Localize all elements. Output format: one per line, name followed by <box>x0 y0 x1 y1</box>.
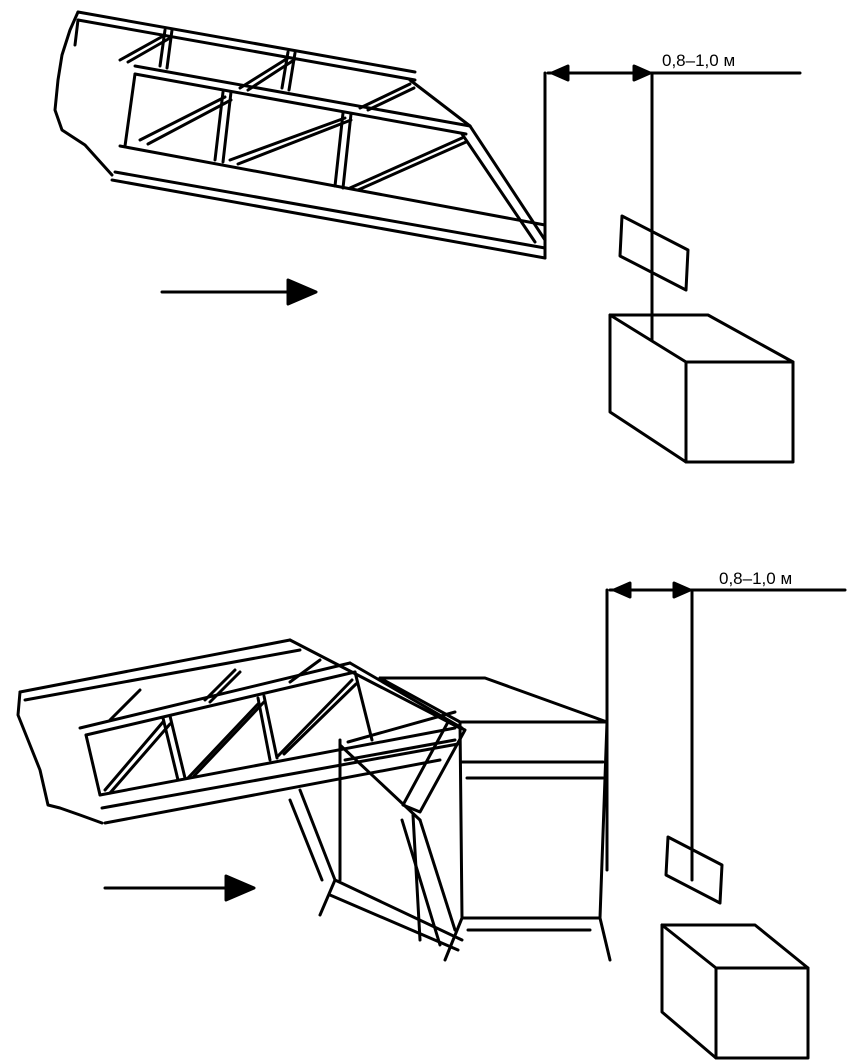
bottom-box <box>660 923 810 1060</box>
top-sign-plate <box>618 214 690 292</box>
top-flow-arrow <box>160 278 318 306</box>
bottom-dimension <box>605 581 847 882</box>
top-dimension <box>543 64 802 342</box>
top-conveyor-truss <box>53 10 547 260</box>
top-dimension-label: 0,8–1,0 м <box>662 51 735 70</box>
bottom-sign-plate <box>664 835 724 905</box>
bottom-dimension-label: 0,8–1,0 м <box>719 569 792 588</box>
bottom-diagram <box>16 581 847 1060</box>
bottom-flow-arrow <box>103 874 256 902</box>
bottom-conveyor-truss <box>16 638 467 825</box>
top-diagram <box>53 10 802 464</box>
top-box <box>608 313 795 464</box>
